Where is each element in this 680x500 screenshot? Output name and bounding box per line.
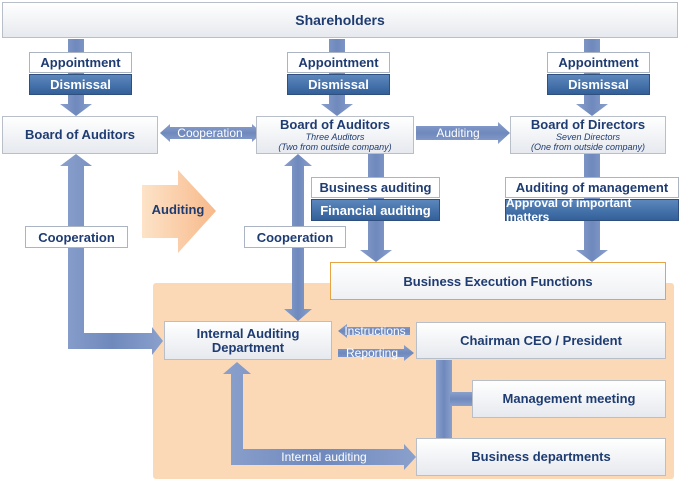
- board-directors-title: Board of Directors: [530, 117, 646, 132]
- board-auditors-note: (Two from outside company): [278, 142, 392, 152]
- line-chairman-tree: [436, 360, 452, 438]
- appointment-label-right: Appointment: [547, 52, 650, 73]
- auditing-arrow-label: Auditing: [436, 126, 480, 140]
- internal-auditing-line1: Internal Auditing: [196, 325, 300, 341]
- appointment-label-left: Appointment: [29, 52, 132, 73]
- arrow-cooperation-horizontal: [160, 124, 262, 142]
- internal-auditing-arrow-label: Internal auditing: [281, 450, 367, 464]
- chairman-ceo-box: Chairman CEO / President: [416, 322, 666, 359]
- dismissal-label-right: Dismissal: [547, 74, 650, 95]
- arrow-auditing-horizontal: [416, 122, 510, 144]
- board-directors-note: (One from outside company): [530, 142, 646, 152]
- business-departments-box: Business departments: [416, 438, 666, 476]
- auditing-of-management-label: Auditing of management: [505, 177, 679, 198]
- board-of-auditors-left: Board of Auditors: [2, 116, 158, 154]
- board-auditors-count: Three Auditors: [305, 132, 365, 142]
- arrow-reporting: [338, 345, 414, 361]
- instructions-label: Instructions: [344, 324, 406, 338]
- business-execution-box: Business Execution Functions: [330, 262, 666, 300]
- approval-label: Approval of important matters: [505, 196, 679, 224]
- dismissal-label-center: Dismissal: [287, 74, 390, 95]
- internal-auditing-line2: Department: [211, 339, 285, 355]
- board-auditors-title: Board of Auditors: [279, 117, 390, 132]
- arrow-auditing-big: [142, 170, 216, 253]
- board-directors-count: Seven Directors: [555, 132, 621, 142]
- auditing-big-label: Auditing: [151, 202, 205, 217]
- arrow-left-cooperation: [60, 154, 163, 355]
- line-to-management: [450, 392, 472, 406]
- cooperation-label-center: Cooperation: [244, 226, 346, 248]
- arrow-instructions: [338, 324, 410, 338]
- dismissal-label-left: Dismissal: [29, 74, 132, 95]
- financial-auditing-label: Financial auditing: [311, 199, 440, 221]
- business-auditing-label: Business auditing: [311, 177, 440, 198]
- reporting-label: Reporting: [345, 346, 399, 360]
- shareholders-box: Shareholders: [2, 2, 678, 38]
- board-of-directors: Board of Directors Seven Directors (One …: [510, 116, 666, 154]
- management-meeting-box: Management meeting: [472, 380, 666, 418]
- internal-auditing-department: Internal Auditing Department: [164, 321, 332, 360]
- appointment-label-center: Appointment: [287, 52, 390, 73]
- cooperation-arrow-label: Cooperation: [177, 126, 243, 140]
- arrow-internal-auditing: [223, 362, 416, 470]
- board-of-auditors-center: Board of Auditors Three Auditors (Two fr…: [256, 116, 414, 154]
- cooperation-label-left: Cooperation: [25, 226, 128, 248]
